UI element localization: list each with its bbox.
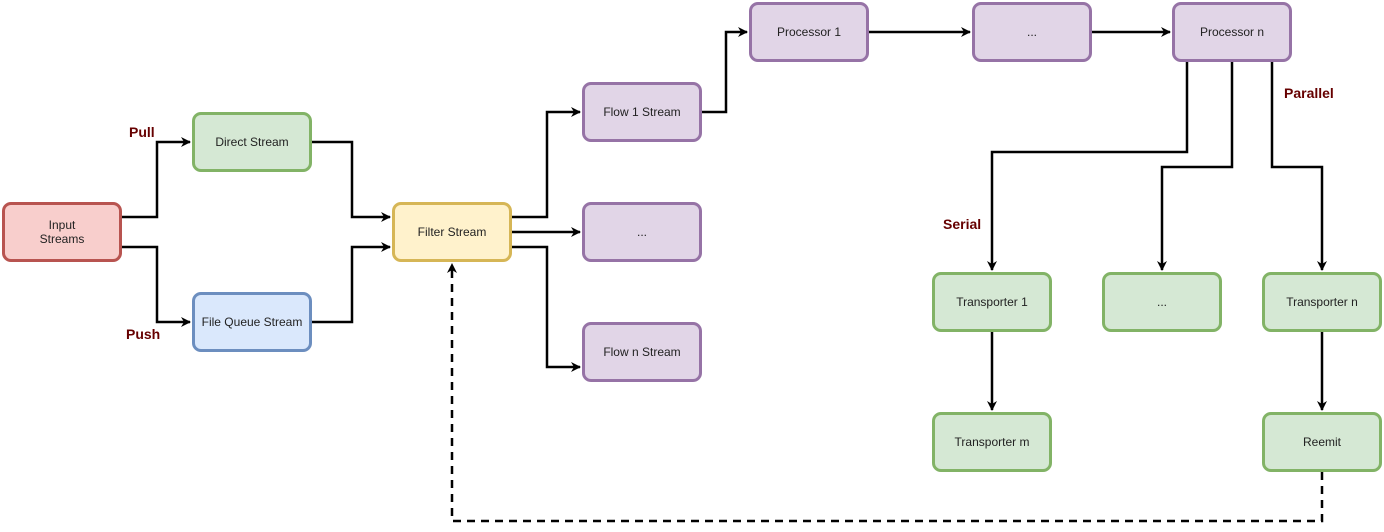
flow-n-stream-node: Flow n Stream [582, 322, 702, 382]
edge-reemit-to-filter-dashed [447, 263, 1324, 523]
flow-1-stream-node: Flow 1 Stream [582, 82, 702, 142]
input-streams-node: Input Streams [2, 202, 122, 262]
edge-filter-to-flow-n [512, 245, 581, 372]
processor-ellipsis-node: ... [972, 2, 1092, 62]
direct-stream-node: Direct Stream [192, 112, 312, 172]
transporter-m-node: Transporter m [932, 412, 1052, 472]
edge-file-queue-to-filter [312, 242, 391, 324]
transporter-n-node: Transporter n [1262, 272, 1382, 332]
edge-direct-to-filter [312, 140, 391, 222]
transporter-ellipsis-node: ... [1102, 272, 1222, 332]
transporter-1-node: Transporter 1 [932, 272, 1052, 332]
edge-filter-to-flow-1 [512, 107, 581, 219]
processor-1-node: Processor 1 [749, 2, 869, 62]
pull-label: Pull [129, 124, 155, 140]
edge-input-to-direct [122, 137, 191, 219]
parallel-label: Parallel [1284, 85, 1334, 101]
edge-flow-1-to-processor-1 [702, 27, 748, 114]
edge-processor-n-to-transporter-n [1270, 62, 1327, 271]
filter-stream-node: Filter Stream [392, 202, 512, 262]
serial-label: Serial [943, 216, 982, 232]
flow-ellipsis-node: ... [582, 202, 702, 262]
push-label: Push [126, 326, 161, 342]
edge-processor-n-to-transporter-1 [987, 62, 1189, 271]
reemit-node: Reemit [1262, 412, 1382, 472]
edge-input-to-file-queue [122, 245, 191, 327]
edge-processor-n-to-transporter-ellipsis [1157, 62, 1234, 271]
processor-n-node: Processor n [1172, 2, 1292, 62]
file-queue-stream-node: File Queue Stream [192, 292, 312, 352]
